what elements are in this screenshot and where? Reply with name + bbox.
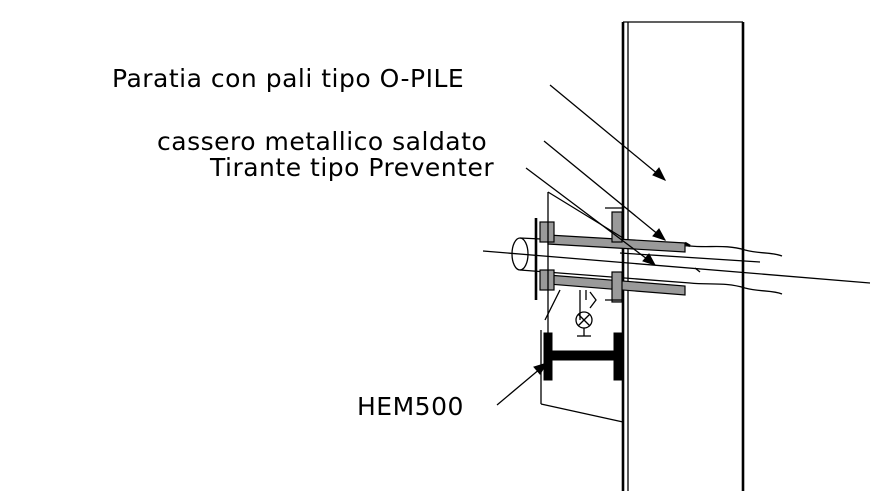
hem500-beam — [540, 330, 624, 423]
label-wall: Paratia con pali tipo O-PILE — [112, 64, 464, 93]
label-beam: HEM500 — [357, 392, 464, 421]
tieback-tube — [511, 237, 783, 295]
anchor-head-plate — [534, 191, 624, 340]
leader-lines — [496, 84, 667, 406]
sheet-pile-wall — [621, 21, 745, 491]
label-tieback: Tirante tipo Preventer — [209, 153, 494, 182]
support-bracket — [575, 290, 597, 337]
label-formwork: cassero metallico saldato — [157, 127, 487, 156]
